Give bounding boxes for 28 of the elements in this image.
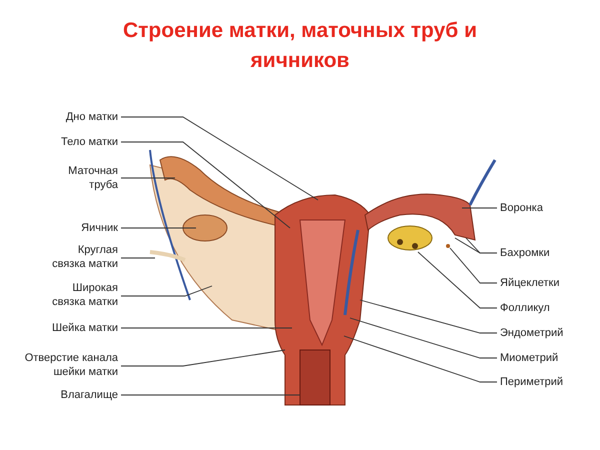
part-label: Круглая связка матки bbox=[48, 243, 118, 271]
title: Строение матки, маточных труб и яичников bbox=[122, 18, 478, 74]
leader-line bbox=[120, 286, 212, 296]
leader-line bbox=[344, 336, 498, 382]
part-label: Воронка bbox=[500, 201, 595, 215]
part-label: Бахромки bbox=[500, 246, 595, 260]
part-label: Яйцеклетки bbox=[500, 276, 595, 290]
leader-line bbox=[120, 350, 286, 366]
leader-line bbox=[360, 300, 498, 334]
part-label: Миометрий bbox=[500, 351, 595, 365]
part-label: Шейка матки bbox=[3, 321, 118, 335]
leader-line bbox=[418, 252, 498, 308]
leader-line bbox=[450, 248, 498, 284]
leader-line bbox=[120, 142, 290, 228]
part-label: Маточная труба bbox=[58, 164, 118, 192]
part-label: Фолликул bbox=[500, 301, 595, 315]
part-label: Широкая связка матки bbox=[43, 281, 118, 309]
leader-line bbox=[120, 116, 318, 200]
part-label: Эндометрий bbox=[500, 326, 595, 340]
part-label: Дно матки bbox=[3, 110, 118, 124]
part-label: Периметрий bbox=[500, 375, 595, 389]
part-label: Яичник bbox=[3, 221, 118, 235]
part-label: Тело матки bbox=[3, 135, 118, 149]
leader-line bbox=[350, 318, 498, 358]
part-label: Влагалище bbox=[3, 388, 118, 402]
leader-line bbox=[454, 238, 498, 254]
leader-line bbox=[120, 394, 300, 396]
part-label: Отверстие канала шейки матки bbox=[3, 351, 118, 379]
